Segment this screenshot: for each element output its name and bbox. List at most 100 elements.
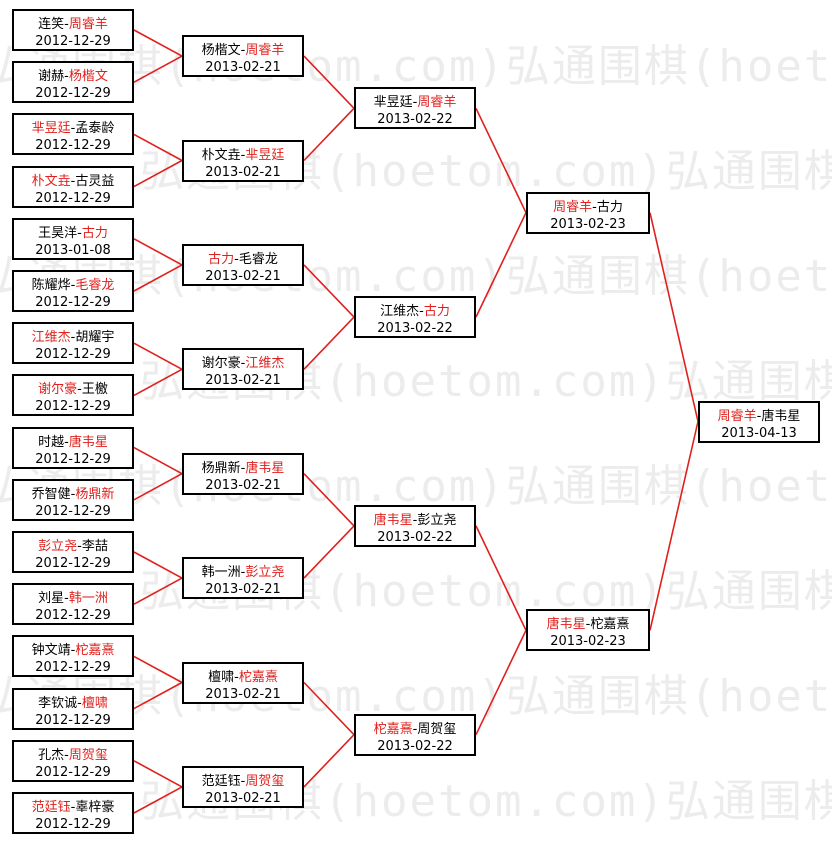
connector-line bbox=[649, 212, 699, 422]
player-separator: - bbox=[585, 617, 591, 633]
player-name: 檀啸 bbox=[208, 669, 235, 685]
match-players: 范廷钰-周贺玺 bbox=[184, 773, 302, 790]
player-separator: - bbox=[419, 304, 424, 320]
match-date: 2013-02-21 bbox=[205, 164, 281, 180]
match-players: 谢尔豪-江维杰 bbox=[184, 355, 302, 372]
connector-line bbox=[475, 525, 527, 631]
player-name: 乔智健 bbox=[31, 486, 71, 502]
player-name: 时越 bbox=[38, 434, 65, 450]
connector-line bbox=[133, 55, 183, 83]
connector-line bbox=[133, 472, 183, 501]
player-separator: - bbox=[70, 800, 76, 815]
player-separator: - bbox=[412, 721, 418, 737]
player-name: 谢尔豪 bbox=[38, 382, 78, 398]
player-name: 江维杰 bbox=[245, 356, 285, 372]
match-date: 2012-12-29 bbox=[35, 451, 111, 467]
player-name: 柁嘉熹 bbox=[75, 643, 115, 659]
player-name: 唐韦星 bbox=[68, 434, 108, 450]
match-date: 2012-12-29 bbox=[35, 556, 111, 571]
player-name: 芈昱廷 bbox=[373, 95, 413, 111]
match-players: 江维杰-古力 bbox=[356, 303, 474, 320]
match-players: 芈昱廷-周睿羊 bbox=[356, 94, 474, 111]
match-players: 时越-唐韦星 bbox=[14, 434, 132, 451]
player-name: 芈昱廷 bbox=[31, 121, 71, 137]
player-name: 杨鼎新 bbox=[201, 460, 241, 476]
player-name: 刘星 bbox=[38, 591, 65, 607]
match-date: 2013-02-21 bbox=[205, 477, 281, 493]
connector-line bbox=[133, 159, 183, 188]
player-name: 孟泰龄 bbox=[75, 121, 115, 137]
player-name: 唐韦星 bbox=[245, 460, 285, 476]
match-players: 范廷钰-辜梓豪 bbox=[14, 799, 132, 816]
player-name: 杨楷文 bbox=[201, 43, 241, 59]
player-name: 韩一洲 bbox=[68, 591, 108, 607]
connector-line bbox=[303, 681, 355, 736]
player-name: 周睿羊 bbox=[245, 43, 285, 59]
player-separator: - bbox=[64, 17, 69, 32]
connector-line bbox=[303, 316, 355, 370]
match-date: 2012-12-29 bbox=[35, 399, 111, 415]
match-players: 檀啸-柁嘉熹 bbox=[184, 669, 302, 686]
match-players: 彭立尧-李喆 bbox=[14, 538, 132, 555]
player-separator: - bbox=[240, 147, 246, 163]
player-name: 周睿羊 bbox=[417, 95, 457, 111]
player-name: 孔杰 bbox=[38, 747, 65, 763]
player-name: 周贺玺 bbox=[68, 747, 108, 763]
match-date: 2013-02-22 bbox=[377, 112, 453, 128]
match-date: 2013-04-13 bbox=[721, 425, 797, 441]
match-players: 唐韦星-彭立尧 bbox=[356, 512, 474, 529]
player-name: 古力 bbox=[208, 251, 235, 267]
connector-line bbox=[303, 734, 355, 788]
connector-line bbox=[303, 107, 355, 162]
match-players: 连笑-周睿羊 bbox=[14, 16, 132, 33]
player-name: 檀啸 bbox=[81, 695, 108, 711]
match-date: 2012-12-29 bbox=[35, 660, 111, 676]
connector-line bbox=[133, 342, 183, 371]
player-name: 周睿羊 bbox=[553, 199, 593, 215]
player-separator: - bbox=[77, 695, 82, 711]
match-players: 乔智健-杨鼎新 bbox=[14, 486, 132, 503]
connector-line bbox=[475, 212, 527, 318]
match-date: 2013-02-22 bbox=[377, 321, 453, 337]
player-separator: - bbox=[234, 669, 239, 685]
connector-line bbox=[133, 238, 183, 266]
match-date: 2012-12-29 bbox=[35, 347, 111, 363]
player-name: 江维杰 bbox=[380, 304, 420, 320]
match-date: 2012-12-29 bbox=[35, 138, 111, 154]
match-date: 2013-02-23 bbox=[550, 634, 626, 650]
player-name: 唐韦星 bbox=[546, 617, 586, 633]
match-date: 2012-12-29 bbox=[35, 817, 111, 832]
match-players: 王昊洋-古力 bbox=[14, 225, 132, 242]
player-separator: - bbox=[412, 512, 418, 528]
player-name: 朴文垚 bbox=[201, 147, 241, 163]
player-separator: - bbox=[240, 773, 246, 789]
match-date: 2013-01-08 bbox=[35, 242, 111, 258]
player-name: 周贺玺 bbox=[245, 773, 285, 789]
player-separator: - bbox=[240, 565, 246, 581]
match-players: 杨楷文-周睿羊 bbox=[184, 42, 302, 59]
match-players: 江维杰-胡耀宇 bbox=[14, 329, 132, 346]
match-players: 钟文靖-柁嘉熹 bbox=[14, 642, 132, 659]
player-separator: - bbox=[70, 121, 76, 137]
player-separator: - bbox=[64, 69, 69, 85]
player-separator: - bbox=[77, 382, 82, 398]
match-players: 周睿羊-古力 bbox=[528, 199, 648, 216]
match-players: 韩一洲-彭立尧 bbox=[184, 564, 302, 581]
match-date: 2013-02-22 bbox=[377, 529, 453, 545]
player-separator: - bbox=[70, 173, 76, 189]
player-name: 杨楷文 bbox=[68, 69, 108, 85]
connector-line bbox=[303, 55, 355, 109]
player-separator: - bbox=[412, 95, 418, 111]
